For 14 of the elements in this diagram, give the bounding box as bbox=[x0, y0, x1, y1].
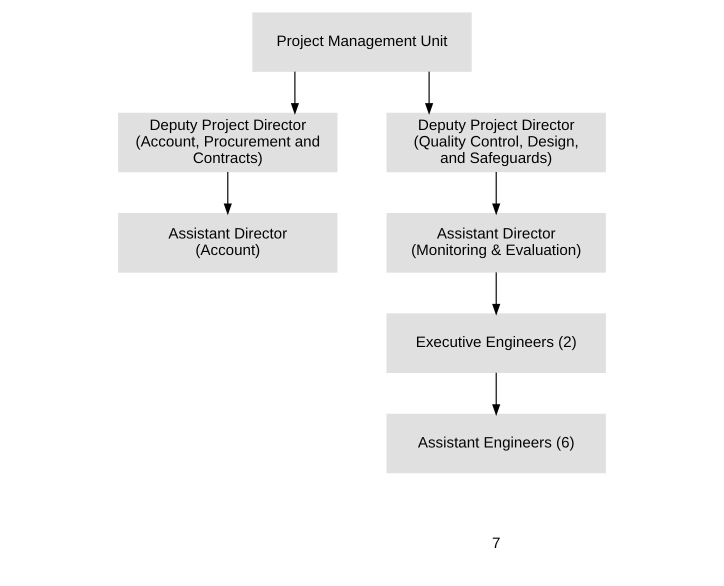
arrow bbox=[290, 72, 299, 115]
label: 7 bbox=[492, 534, 500, 552]
arrow bbox=[492, 372, 500, 416]
node-box: Assistant Director (Account) bbox=[118, 213, 338, 273]
arrow bbox=[425, 72, 434, 115]
arrow bbox=[492, 272, 500, 316]
node-box: Assistant Engineers (6) bbox=[386, 414, 606, 474]
node-box: Executive Engineers (2) bbox=[386, 313, 606, 373]
node-box: Assistant Director (Monitoring & Evaluation) bbox=[386, 213, 606, 273]
node-box: Deputy Project Director (Quality Control, Design, and Safeguards) bbox=[386, 112, 606, 172]
node-box: Deputy Project Director (Account, Procurement and Contracts) bbox=[118, 112, 338, 172]
arrow bbox=[492, 172, 500, 216]
node-box: Project Management Unit bbox=[252, 12, 472, 72]
arrow bbox=[224, 172, 232, 216]
